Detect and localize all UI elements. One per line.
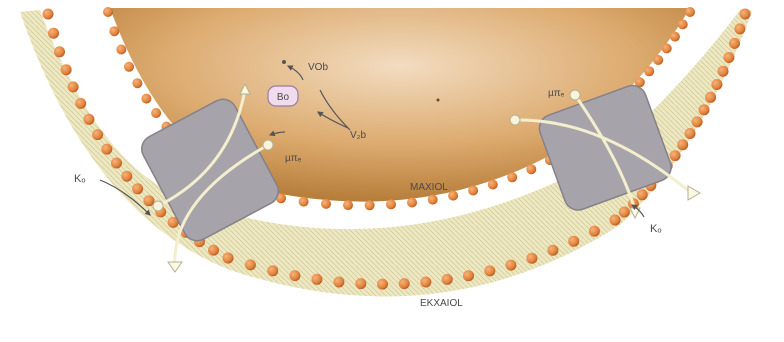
lipid-head (377, 279, 388, 290)
lipid-head (75, 98, 86, 109)
label-k-left: Kₒ (74, 173, 86, 185)
label-k-right: Kₒ (650, 223, 662, 235)
lipid-head (151, 108, 161, 118)
lipid-head (678, 19, 688, 29)
lipid-head (92, 129, 103, 140)
lipid-head (699, 104, 710, 115)
lipid-head (321, 199, 331, 209)
lipid-head (299, 197, 309, 207)
label-exterior: EKXAIOL (420, 298, 463, 309)
lipid-head (116, 45, 126, 55)
lipid-head (568, 236, 579, 247)
right-filament-knob (570, 90, 580, 100)
lipid-head (685, 7, 695, 17)
lipid-head (670, 150, 681, 161)
left-filament-knob (263, 140, 273, 150)
lipid-head (121, 171, 132, 182)
left-filament-end (168, 262, 182, 272)
lipid-head (526, 253, 537, 264)
lipid-head (468, 186, 478, 196)
lipid-head (420, 277, 431, 288)
lipid-head (132, 183, 143, 194)
lipid-head (705, 92, 716, 103)
lipid-head (507, 172, 517, 182)
lipid-head (662, 43, 672, 53)
molecule: Bo (268, 86, 298, 106)
small-particle (437, 99, 440, 102)
lipid-head (677, 139, 688, 150)
lipid-head (448, 191, 458, 201)
lipid-head (653, 55, 663, 65)
right-filament-end (688, 186, 700, 200)
label-mu-right: µπₑ (548, 88, 565, 99)
lipid-head (685, 128, 696, 139)
lipid-head (610, 215, 621, 226)
lipid-head (386, 199, 396, 209)
lipid-head (311, 274, 322, 285)
lipid-head (355, 278, 366, 289)
label-interior: MAXIOL (410, 182, 448, 193)
lipid-head (407, 198, 417, 208)
lipid-head (101, 144, 112, 155)
lipid-head (289, 270, 300, 281)
lipid-head (208, 245, 219, 256)
lipid-head (54, 46, 65, 57)
lipid-head (428, 195, 438, 205)
lipid-head (488, 180, 498, 190)
lipid-head (723, 52, 734, 63)
lipid-head (109, 26, 119, 36)
lipid-head (333, 277, 344, 288)
lipid-head (711, 79, 722, 90)
lipid-head (442, 274, 453, 285)
lipid-head (103, 7, 113, 17)
lipid-head (526, 164, 536, 174)
label-vob: VOb (308, 62, 328, 73)
lipid-head (141, 94, 151, 104)
lipid-head (740, 9, 751, 20)
lipid-head (547, 245, 558, 256)
molecule-label: Bo (277, 92, 290, 103)
lipid-head (734, 23, 745, 34)
lipid-head (637, 189, 648, 200)
lipid-head (484, 265, 495, 276)
label-mu-left: µπₑ (285, 153, 302, 164)
lipid-head (505, 260, 516, 271)
lipid-head (132, 78, 142, 88)
label-v2b: V₂b (350, 130, 367, 141)
lipid-head (692, 116, 703, 127)
lipid-head (365, 200, 375, 210)
lipid-head (267, 265, 278, 276)
lipid-head (223, 253, 234, 264)
lipid-head (343, 200, 353, 210)
right-filament-knob (510, 115, 520, 125)
lipid-head (61, 64, 72, 75)
small-particle (282, 60, 286, 64)
lipid-head (729, 38, 740, 49)
lipid-head (48, 28, 59, 39)
lipid-head (245, 259, 256, 270)
lipid-head (111, 158, 122, 169)
lipid-head (124, 62, 134, 72)
lipid-head (644, 66, 654, 76)
lipid-head (83, 114, 94, 125)
lipid-head (68, 81, 79, 92)
lipid-head (589, 226, 600, 237)
lipid-head (619, 207, 630, 218)
lipid-head (399, 278, 410, 289)
lipid-head (43, 9, 54, 20)
lipid-head (718, 66, 729, 77)
left-filament-knob (153, 201, 163, 211)
lipid-head (463, 270, 474, 281)
lipid-head (670, 32, 680, 42)
